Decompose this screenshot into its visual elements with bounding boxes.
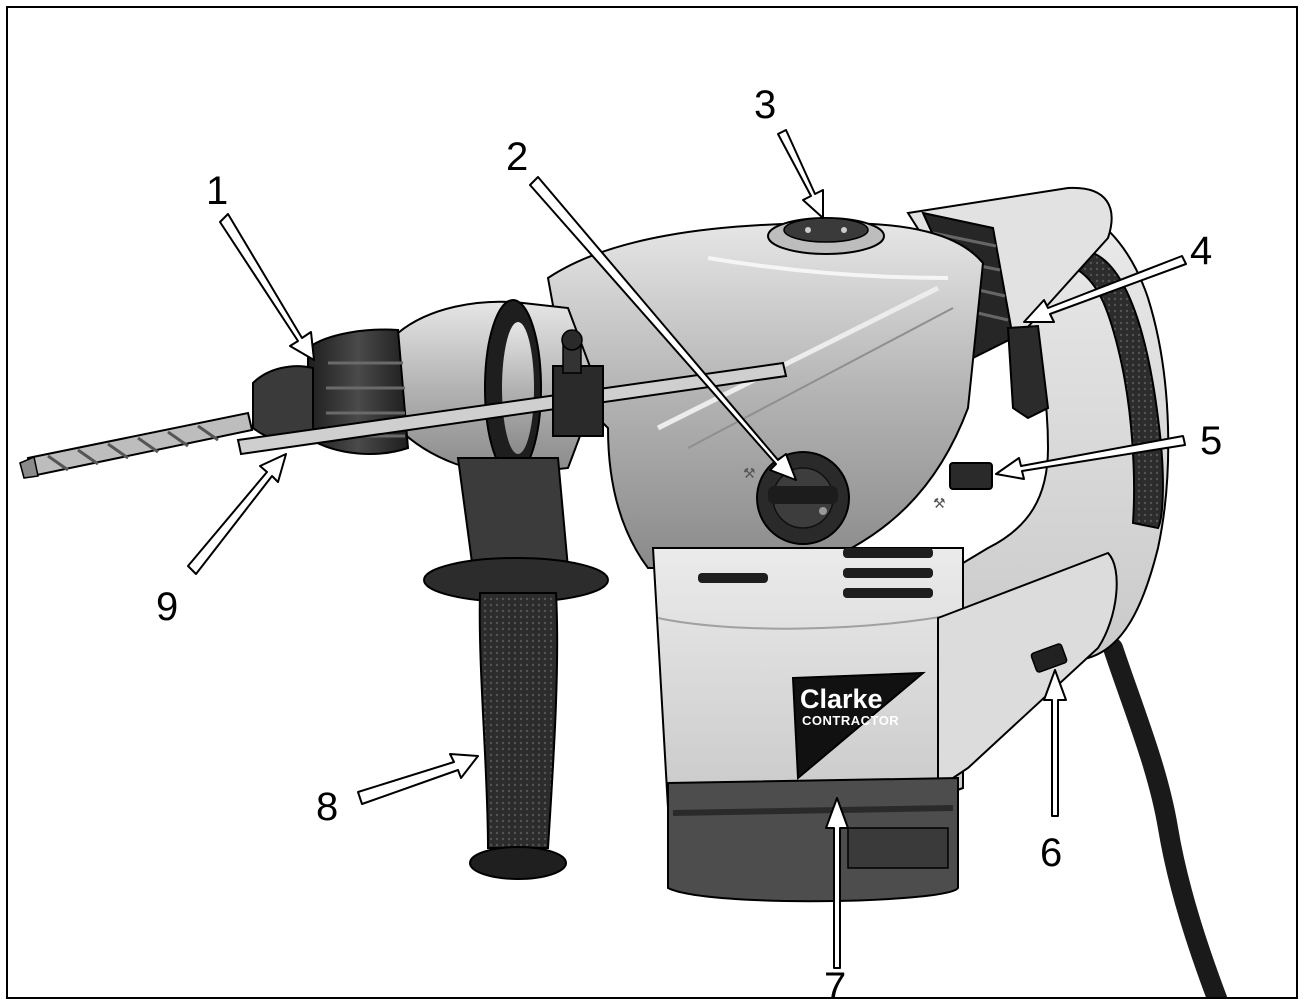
brand-panel	[791, 671, 926, 781]
rotary-hammer-drill-illustration: ⚒ ⚒ Clarke CONTRACTOR	[19, 83, 1228, 999]
tool-icon: ⚒	[743, 465, 756, 481]
gear-housing	[546, 221, 985, 569]
function-knob[interactable]	[756, 451, 850, 545]
tool-icon-2: ⚒	[933, 495, 946, 511]
callout-label-5: 5	[1200, 419, 1222, 463]
callout-arrow-6	[1043, 669, 1067, 817]
callout-label-1: 1	[206, 169, 228, 213]
brand-subline: CONTRACTOR	[802, 713, 899, 728]
mode-selector-dial[interactable]	[767, 217, 885, 255]
callout-arrow-2	[529, 176, 797, 481]
callout-arrow-8	[357, 753, 479, 805]
lower-arm	[937, 551, 1118, 790]
rear-grip	[1076, 251, 1164, 530]
power-cable	[1103, 638, 1228, 997]
side-handle[interactable]	[423, 557, 609, 880]
callout-arrow-1	[219, 213, 315, 361]
callout-arrow-7	[825, 797, 849, 969]
callout-arrow-4	[1023, 255, 1187, 323]
diagram-frame: ⚒ ⚒ Clarke CONTRACTOR	[6, 6, 1298, 999]
callout-label-7: 7	[824, 965, 846, 999]
lock-on-button[interactable]	[949, 462, 993, 490]
callout-arrow-9	[187, 453, 287, 575]
callout-label-4: 4	[1190, 229, 1212, 273]
callout-label-2: 2	[506, 135, 528, 179]
callout-label-8: 8	[316, 785, 338, 829]
callout-arrows	[187, 129, 1187, 969]
trigger[interactable]	[1006, 324, 1050, 420]
brand-name: Clarke	[800, 684, 883, 714]
callout-arrow-5	[995, 435, 1186, 480]
callout-arrow-3	[777, 129, 824, 219]
depth-gauge-clamp[interactable]	[552, 329, 604, 437]
callout-label-6: 6	[1040, 831, 1062, 875]
callout-labels: 1 2 3 4 5 6 7 8 9	[156, 83, 1222, 999]
callout-label-9: 9	[156, 585, 178, 629]
drill-bit	[19, 411, 254, 479]
vents	[698, 548, 933, 598]
speed-control-wheel[interactable]	[1030, 643, 1068, 673]
callout-label-3: 3	[754, 83, 776, 127]
